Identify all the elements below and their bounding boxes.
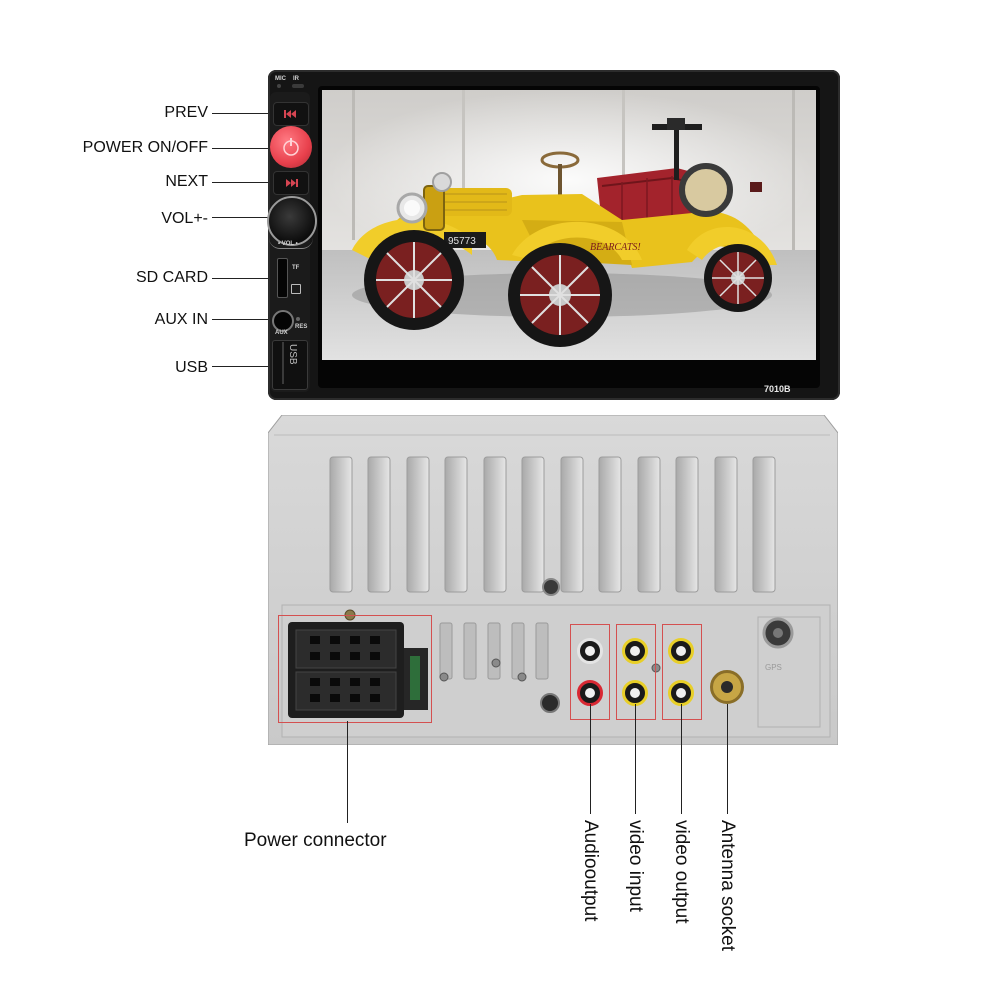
video-output-label: video output [671, 820, 692, 924]
usb-port[interactable] [272, 340, 308, 390]
power-icon [283, 138, 299, 156]
usb-leader-line [212, 366, 272, 367]
power-connector-label: Power connector [244, 830, 387, 851]
reset-hole[interactable] [296, 317, 300, 321]
usb-slot-line [282, 342, 284, 384]
power-connector-outline [278, 615, 432, 723]
usb-text: USB [287, 344, 298, 365]
audio-output-white-jack[interactable] [577, 638, 603, 664]
video-input-jack-2[interactable] [622, 680, 648, 706]
ir-text: IR [293, 76, 299, 82]
video-input-label: video input [625, 820, 646, 912]
car-side-text: BEARCATS! [590, 242, 641, 253]
prev-label: PREV [164, 104, 208, 121]
tf-text: TF [292, 265, 300, 271]
next-button[interactable] [273, 171, 309, 195]
ir-sensor [292, 84, 304, 88]
vol-label: VOL+- [161, 210, 208, 227]
fuse-icon [410, 656, 420, 700]
gps-text: GPS [765, 663, 782, 672]
vol-arc [269, 238, 313, 249]
usb-label: USB [175, 359, 208, 376]
video-output-leader-line [681, 704, 682, 814]
next-icon [286, 179, 298, 187]
prev-leader-line [212, 113, 272, 114]
mic-hole [277, 84, 281, 88]
vol-leader-line [212, 217, 268, 218]
antenna-socket-label: Antenna socket [717, 820, 738, 951]
next-leader-line [212, 182, 272, 183]
wheel-front-right [508, 243, 612, 347]
antenna-socket[interactable] [710, 670, 744, 704]
wheel-rear [704, 244, 772, 312]
plate-text: 95773 [448, 236, 476, 247]
video-input-leader-line [635, 704, 636, 814]
wheel-front-left [364, 230, 464, 330]
aux-in-label: AUX IN [154, 311, 208, 328]
video-output-jack-1[interactable] [668, 638, 694, 664]
aux-in-leader-line [212, 319, 272, 320]
prev-icon [284, 110, 296, 118]
power-button[interactable] [270, 126, 312, 168]
sd-card-label: SD CARD [135, 269, 208, 286]
audio-output-leader-line [590, 704, 591, 814]
sd-card-icon [291, 284, 301, 294]
vol-text: • VOL • [278, 241, 298, 247]
video-output-outline [662, 624, 702, 720]
video-input-jack-1[interactable] [622, 638, 648, 664]
sd-card-slot[interactable] [277, 258, 288, 298]
antenna-leader-line [727, 704, 728, 814]
power-connector-leader-line [347, 721, 348, 823]
display-image: 95773 BEARCATS! [322, 90, 816, 360]
video-input-outline [616, 624, 656, 720]
connector-pins-icon [295, 629, 397, 711]
aux-jack[interactable] [272, 310, 294, 332]
mic-text: MIC [275, 76, 286, 82]
prev-button[interactable] [273, 102, 309, 126]
aux-text: AUX [275, 330, 288, 336]
power-leader-line [212, 148, 272, 149]
model-number: 7010B [764, 384, 791, 394]
video-output-jack-2[interactable] [668, 680, 694, 706]
power-label: POWER ON/OFF [82, 139, 208, 156]
res-text: RES [295, 324, 308, 330]
power-connector[interactable] [288, 622, 404, 718]
next-label: NEXT [165, 173, 208, 190]
audio-output-red-jack[interactable] [577, 680, 603, 706]
sd-card-leader-line [212, 278, 274, 279]
fuse-holder [404, 648, 428, 710]
audio-output-label: Audiooutput [580, 820, 601, 922]
